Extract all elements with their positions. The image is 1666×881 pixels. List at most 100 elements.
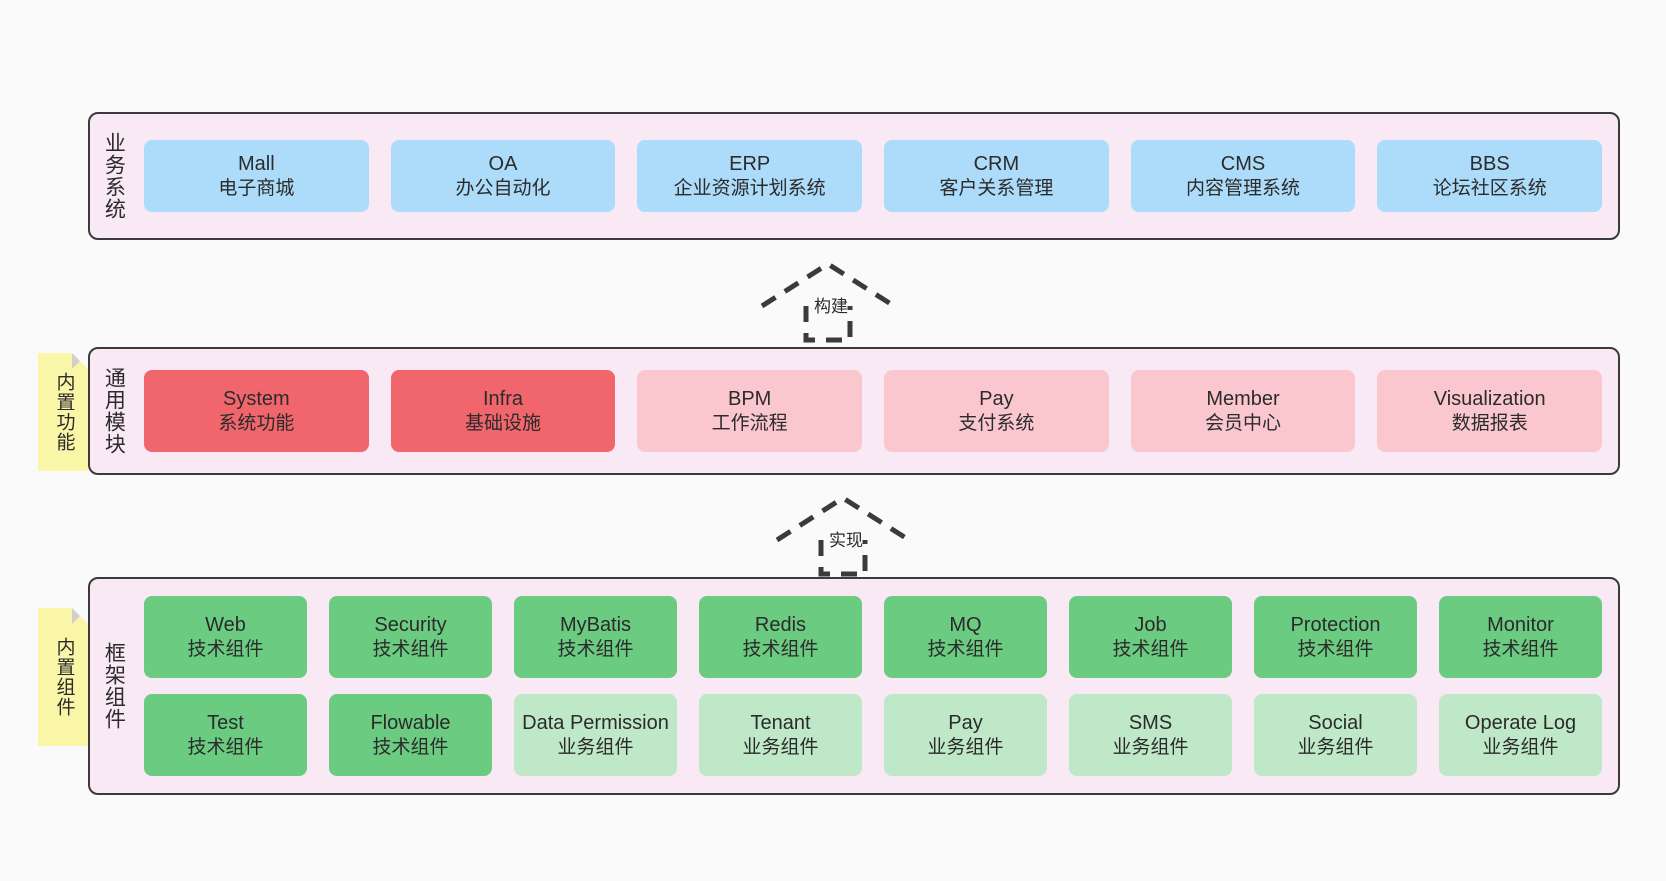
- connector-build: 构建: [750, 258, 930, 344]
- component-card-mybatis[interactable]: MyBatis 技术组件: [514, 596, 677, 678]
- component-cn-label: 技术组件: [187, 638, 264, 660]
- module-card-cms[interactable]: CMS 内容管理系统: [1130, 140, 1356, 212]
- connector-build-label: 构建: [814, 297, 848, 316]
- component-en-label: Job: [1134, 613, 1167, 636]
- module-en-label: CMS: [1220, 152, 1266, 175]
- module-cn-label: 内容管理系统: [1186, 177, 1301, 199]
- component-card-web[interactable]: Web 技术组件: [144, 596, 307, 678]
- component-en-label: Redis: [754, 613, 807, 636]
- component-en-label: Test: [207, 711, 244, 734]
- component-card-data-permission[interactable]: Data Permission 业务组件: [514, 694, 677, 776]
- layer-framework-components[interactable]: 框架组件 Web 技术组件 Security 技术组件 MyBatis 技术组件…: [88, 577, 1620, 795]
- row: Web 技术组件 Security 技术组件 MyBatis 技术组件 Redi…: [144, 596, 1602, 678]
- component-en-label: Security: [374, 613, 447, 636]
- component-cn-label: 技术组件: [1112, 638, 1189, 660]
- note-builtin-component: 内置组件: [38, 608, 88, 746]
- module-cn-label: 系统功能: [218, 412, 295, 434]
- layer-business-systems[interactable]: 业务系统 Mall 电子商城 OA 办公自动化 ERP 企业资源计划系统 CRM…: [88, 112, 1620, 240]
- module-card-oa[interactable]: OA 办公自动化: [390, 140, 616, 212]
- connector-realize: 实现: [765, 492, 945, 578]
- module-card-system[interactable]: System 系统功能: [144, 370, 369, 452]
- component-en-label: Pay: [948, 711, 983, 734]
- component-cn-label: 业务组件: [557, 736, 634, 758]
- component-cn-label: 业务组件: [742, 736, 819, 758]
- component-card-pay[interactable]: Pay 业务组件: [884, 694, 1047, 776]
- component-cn-label: 技术组件: [372, 638, 449, 660]
- component-card-protection[interactable]: Protection 技术组件: [1254, 596, 1417, 678]
- component-card-flowable[interactable]: Flowable 技术组件: [329, 694, 492, 776]
- component-cn-label: 技术组件: [557, 638, 634, 660]
- row: Test 技术组件 Flowable 技术组件 Data Permission …: [144, 694, 1602, 776]
- component-cn-label: 业务组件: [1482, 736, 1559, 758]
- module-en-label: BPM: [728, 387, 772, 410]
- component-en-label: Social: [1308, 711, 1363, 734]
- component-en-label: MQ: [949, 613, 982, 636]
- module-cn-label: 办公自动化: [455, 177, 551, 199]
- module-cn-label: 企业资源计划系统: [673, 177, 826, 199]
- module-card-visualization[interactable]: Visualization 数据报表: [1377, 370, 1603, 452]
- module-cn-label: 会员中心: [1205, 412, 1282, 434]
- module-card-member[interactable]: Member 会员中心: [1130, 370, 1356, 452]
- component-en-label: Protection: [1290, 613, 1381, 636]
- module-cn-label: 基础设施: [465, 412, 542, 434]
- note-text: 内置功能: [53, 372, 75, 452]
- component-card-tenant[interactable]: Tenant 业务组件: [699, 694, 862, 776]
- module-en-label: Infra: [482, 387, 524, 410]
- component-card-social[interactable]: Social 业务组件: [1254, 694, 1417, 776]
- module-card-erp[interactable]: ERP 企业资源计划系统: [637, 140, 863, 212]
- module-card-bpm[interactable]: BPM 工作流程: [637, 370, 863, 452]
- component-en-label: Operate Log: [1464, 711, 1577, 734]
- component-cn-label: 技术组件: [1482, 638, 1559, 660]
- component-en-label: Flowable: [370, 711, 451, 734]
- generalization-arrow-icon: [760, 261, 896, 343]
- component-card-monitor[interactable]: Monitor 技术组件: [1439, 596, 1602, 678]
- module-en-label: Visualization: [1433, 387, 1546, 410]
- row: Mall 电子商城 OA 办公自动化 ERP 企业资源计划系统 CRM 客户关系…: [144, 140, 1603, 212]
- module-cn-label: 客户关系管理: [939, 177, 1054, 199]
- module-en-label: OA: [488, 152, 518, 175]
- layer-body-common: System 系统功能 Infra 基础设施 BPM 工作流程 Pay 支付系统…: [136, 349, 1618, 473]
- module-card-pay[interactable]: Pay 支付系统: [884, 370, 1109, 452]
- component-cn-label: 业务组件: [1297, 736, 1374, 758]
- module-card-infra[interactable]: Infra 基础设施: [390, 370, 616, 452]
- component-card-mq[interactable]: MQ 技术组件: [884, 596, 1047, 678]
- layer-body-business: Mall 电子商城 OA 办公自动化 ERP 企业资源计划系统 CRM 客户关系…: [136, 114, 1618, 238]
- module-en-label: System: [222, 387, 290, 410]
- component-cn-label: 技术组件: [927, 638, 1004, 660]
- module-en-label: Mall: [238, 152, 275, 175]
- component-en-label: Tenant: [750, 711, 811, 734]
- module-cn-label: 论坛社区系统: [1432, 177, 1547, 199]
- note-text: 内置组件: [53, 637, 75, 717]
- component-en-label: MyBatis: [559, 613, 632, 636]
- component-cn-label: 技术组件: [372, 736, 449, 758]
- note-builtin-function: 内置功能: [38, 353, 88, 471]
- component-cn-label: 技术组件: [1297, 638, 1374, 660]
- component-card-security[interactable]: Security 技术组件: [329, 596, 492, 678]
- module-card-mall[interactable]: Mall 电子商城: [144, 140, 369, 212]
- component-en-label: SMS: [1128, 711, 1173, 734]
- component-en-label: Data Permission: [522, 711, 669, 734]
- component-cn-label: 业务组件: [1112, 736, 1189, 758]
- module-en-label: Member: [1206, 387, 1280, 410]
- module-cn-label: 支付系统: [958, 412, 1035, 434]
- layer-common-modules[interactable]: 通用模块 System 系统功能 Infra 基础设施 BPM 工作流程 Pay…: [88, 347, 1620, 475]
- layer-title-common: 通用模块: [102, 367, 126, 455]
- component-card-sms[interactable]: SMS 业务组件: [1069, 694, 1232, 776]
- component-en-label: Monitor: [1487, 613, 1554, 636]
- module-card-bbs[interactable]: BBS 论坛社区系统: [1377, 140, 1603, 212]
- module-card-crm[interactable]: CRM 客户关系管理: [884, 140, 1109, 212]
- component-cn-label: 业务组件: [927, 736, 1004, 758]
- component-card-operate-log[interactable]: Operate Log 业务组件: [1439, 694, 1602, 776]
- module-cn-label: 数据报表: [1451, 412, 1528, 434]
- module-en-label: ERP: [729, 152, 771, 175]
- generalization-arrow-icon: [775, 495, 911, 577]
- component-cn-label: 技术组件: [742, 638, 819, 660]
- component-cn-label: 技术组件: [187, 736, 264, 758]
- component-en-label: Web: [205, 613, 246, 636]
- layer-title-framework: 框架组件: [102, 642, 126, 730]
- connector-realize-label: 实现: [829, 531, 863, 550]
- component-card-test[interactable]: Test 技术组件: [144, 694, 307, 776]
- module-cn-label: 电子商城: [218, 177, 295, 199]
- component-card-redis[interactable]: Redis 技术组件: [699, 596, 862, 678]
- component-card-job[interactable]: Job 技术组件: [1069, 596, 1232, 678]
